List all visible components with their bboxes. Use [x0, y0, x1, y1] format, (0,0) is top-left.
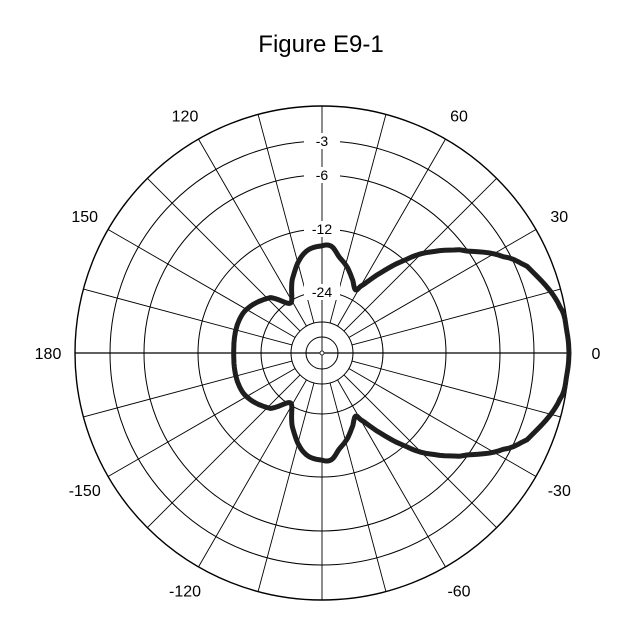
ring-label-bg — [304, 133, 340, 149]
angle-labels: 0 30 60 120 150 180 -150 -120 -60 -30 — [35, 109, 601, 601]
grid-spoke — [351, 288, 561, 346]
grid-spoke — [107, 229, 296, 338]
ring-labels: -3 -6 -12 -24 — [304, 133, 340, 300]
chart-title: Figure E9-1 — [258, 31, 383, 58]
ring-label: -24 — [312, 284, 332, 300]
ring-label-bg — [304, 167, 340, 183]
grid-spoke — [107, 368, 296, 477]
grid-spoke — [348, 368, 537, 477]
angle-label: 0 — [592, 346, 601, 363]
grid-spoke — [83, 288, 293, 346]
ring-label: -6 — [316, 167, 329, 183]
angle-label: -30 — [548, 483, 571, 500]
ring-label: -12 — [312, 221, 332, 237]
ring-label-bg — [304, 284, 340, 300]
angle-label: 60 — [450, 109, 468, 126]
center-dot — [319, 350, 325, 356]
ring-label-bg — [304, 221, 340, 237]
radiation-pattern-line — [231, 242, 572, 464]
angle-label: -150 — [69, 483, 101, 500]
grid-spoke — [147, 178, 301, 332]
polar-grid — [74, 105, 570, 601]
grid-spoke — [329, 382, 387, 592]
grid-spoke — [348, 229, 537, 338]
ring-label: -3 — [316, 133, 329, 149]
grid-spoke — [337, 138, 446, 327]
grid-spoke — [83, 360, 293, 418]
grid-spoke — [147, 374, 301, 528]
angle-label: 180 — [35, 346, 62, 363]
angle-label: 30 — [550, 209, 568, 226]
angle-label: -60 — [447, 583, 470, 600]
angle-label: 120 — [172, 109, 199, 126]
grid-spoke — [257, 382, 315, 592]
grid-spoke — [198, 379, 307, 568]
angle-label: 150 — [71, 209, 98, 226]
grid-spoke — [198, 138, 307, 327]
angle-label: -120 — [169, 583, 201, 600]
grid-spoke — [351, 360, 561, 418]
grid-spoke — [337, 379, 446, 568]
